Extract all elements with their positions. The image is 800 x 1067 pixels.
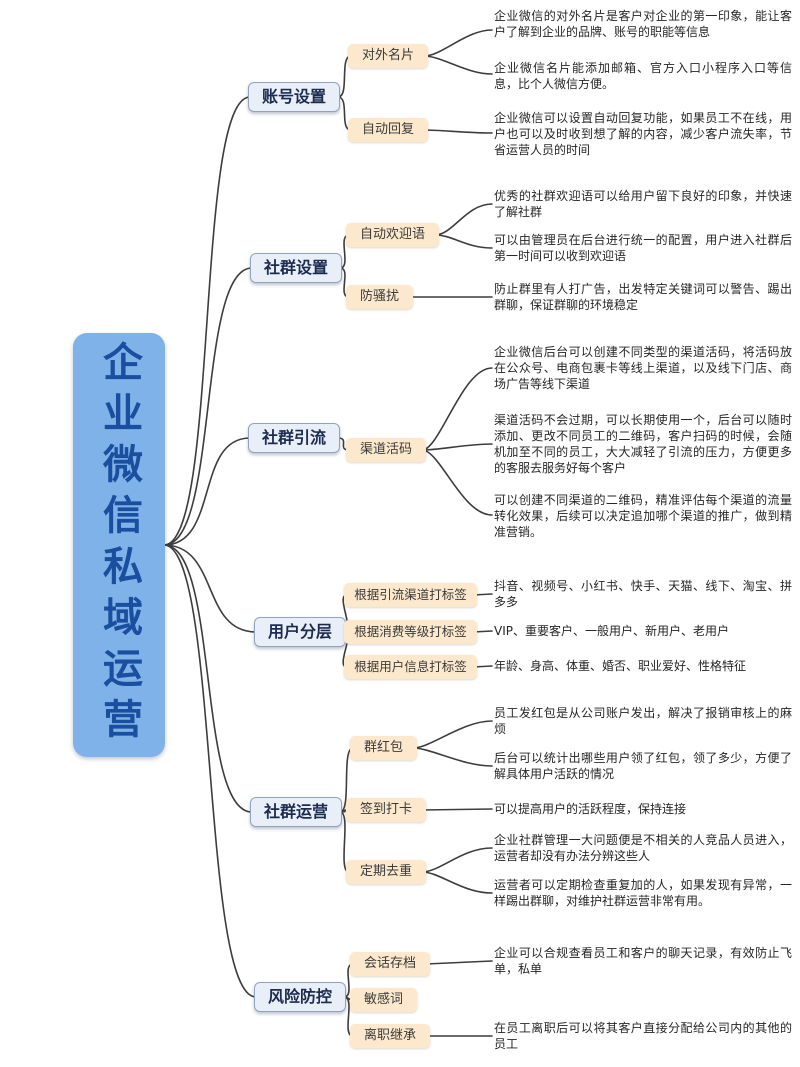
note-anti-spam-1: 防止群里有人打广告，出发特定关键词可以警告、踢出群聊，保证群聊的环境稳定 [494,282,792,312]
branch-risk-control: 风险防控 [254,982,346,1012]
sub-checkin: 签到打卡 [346,798,426,822]
root-branch-links [163,96,257,998]
note-welcome-2: 可以由管理员在后台进行统一的配置，用户进入社群后第一时间可以收到欢迎语 [494,233,792,263]
sub-tag-by-spend: 根据消费等级打标签 [344,620,477,644]
note-channel-qr-1: 企业微信后台可以创建不同类型的渠道活码，将活码放在公众号、电商包裹卡等线上渠道，… [494,345,792,391]
note-dedup-1: 企业社群管理一大问题便是不相关的人竞品人员进入，运营者却没有办法分辨这些人 [494,833,792,863]
sub-dedup: 定期去重 [346,860,426,884]
note-chat-archive-1: 企业可以合规查看员工和客户的聊天记录，有效防止飞单，私单 [494,946,792,976]
root-label: 企业微信私域运营 [96,341,142,749]
note-tag-channel-1: 抖音、视频号、小红书、快手、天猫、线下、淘宝、拼多多 [494,579,792,609]
sub-welcome-message: 自动欢迎语 [346,223,439,247]
note-resign-transfer-1: 在员工离职后可以将其客户直接分配给公司内的其他的员工 [494,1021,792,1051]
sub-auto-reply: 自动回复 [348,118,428,142]
branch-user-segmentation: 用户分层 [254,617,346,647]
branch-community-traffic: 社群引流 [248,423,340,453]
root-node: 企业微信私域运营 [73,333,165,757]
branch-account-settings: 账号设置 [248,82,340,112]
note-auto-reply-1: 企业微信可以设置自动回复功能，如果员工不在线，用户也可以及时收到想了解的内容，减… [494,111,792,157]
sub-note-links [408,29,493,1037]
note-channel-qr-2: 渠道活码不会过期，可以长期使用一个，后台可以随时添加、更改不同员工的二维码，客户… [494,413,792,475]
note-welcome-1: 优秀的社群欢迎语可以给用户留下良好的印象，并快速了解社群 [494,189,792,219]
sub-tag-by-channel: 根据引流渠道打标签 [344,583,477,607]
sub-chat-archive: 会话存档 [350,952,430,976]
sub-sensitive-words: 敏感词 [350,988,417,1012]
note-tag-profile-1: 年龄、身高、体重、婚否、职业爱好、性格特征 [494,659,747,673]
branch-community-settings: 社群设置 [250,253,342,283]
sub-tag-by-profile: 根据用户信息打标签 [344,655,477,679]
sub-business-card: 对外名片 [348,44,428,68]
note-business-card-2: 企业微信名片能添加邮箱、官方入口小程序入口等信息，比个人微信方便。 [494,61,792,91]
branch-community-operation: 社群运营 [250,797,342,827]
sub-channel-qr: 渠道活码 [346,438,426,462]
sub-resign-transfer: 离职继承 [350,1024,430,1048]
sub-anti-spam: 防骚扰 [346,285,413,309]
note-dedup-2: 运营者可以定期检查重复加的人，如果发现有异常，一样踢出群聊，对维护社群运营非常有… [494,878,792,908]
note-redpacket-2: 后台可以统计出哪些用户领了红包，领了多少，方便了解具体用户活跃的情况 [494,751,792,781]
note-checkin-1: 可以提高用户的活跃程度，保持连接 [494,802,687,816]
note-channel-qr-3: 可以创建不同渠道的二维码，精准评估每个渠道的流量转化效果，后续可以决定追加哪个渠… [494,493,792,539]
note-tag-spend-1: VIP、重要客户、一般用户、新用户、老用户 [494,624,729,638]
note-business-card-1: 企业微信的对外名片是客户对企业的第一印象，能让客户了解到企业的品牌、账号的职能等… [494,9,792,39]
branch-sub-links [337,55,354,1037]
sub-group-redpacket: 群红包 [350,736,417,760]
note-redpacket-1: 员工发红包是从公司账户发出，解决了报销审核上的麻烦 [494,706,792,736]
